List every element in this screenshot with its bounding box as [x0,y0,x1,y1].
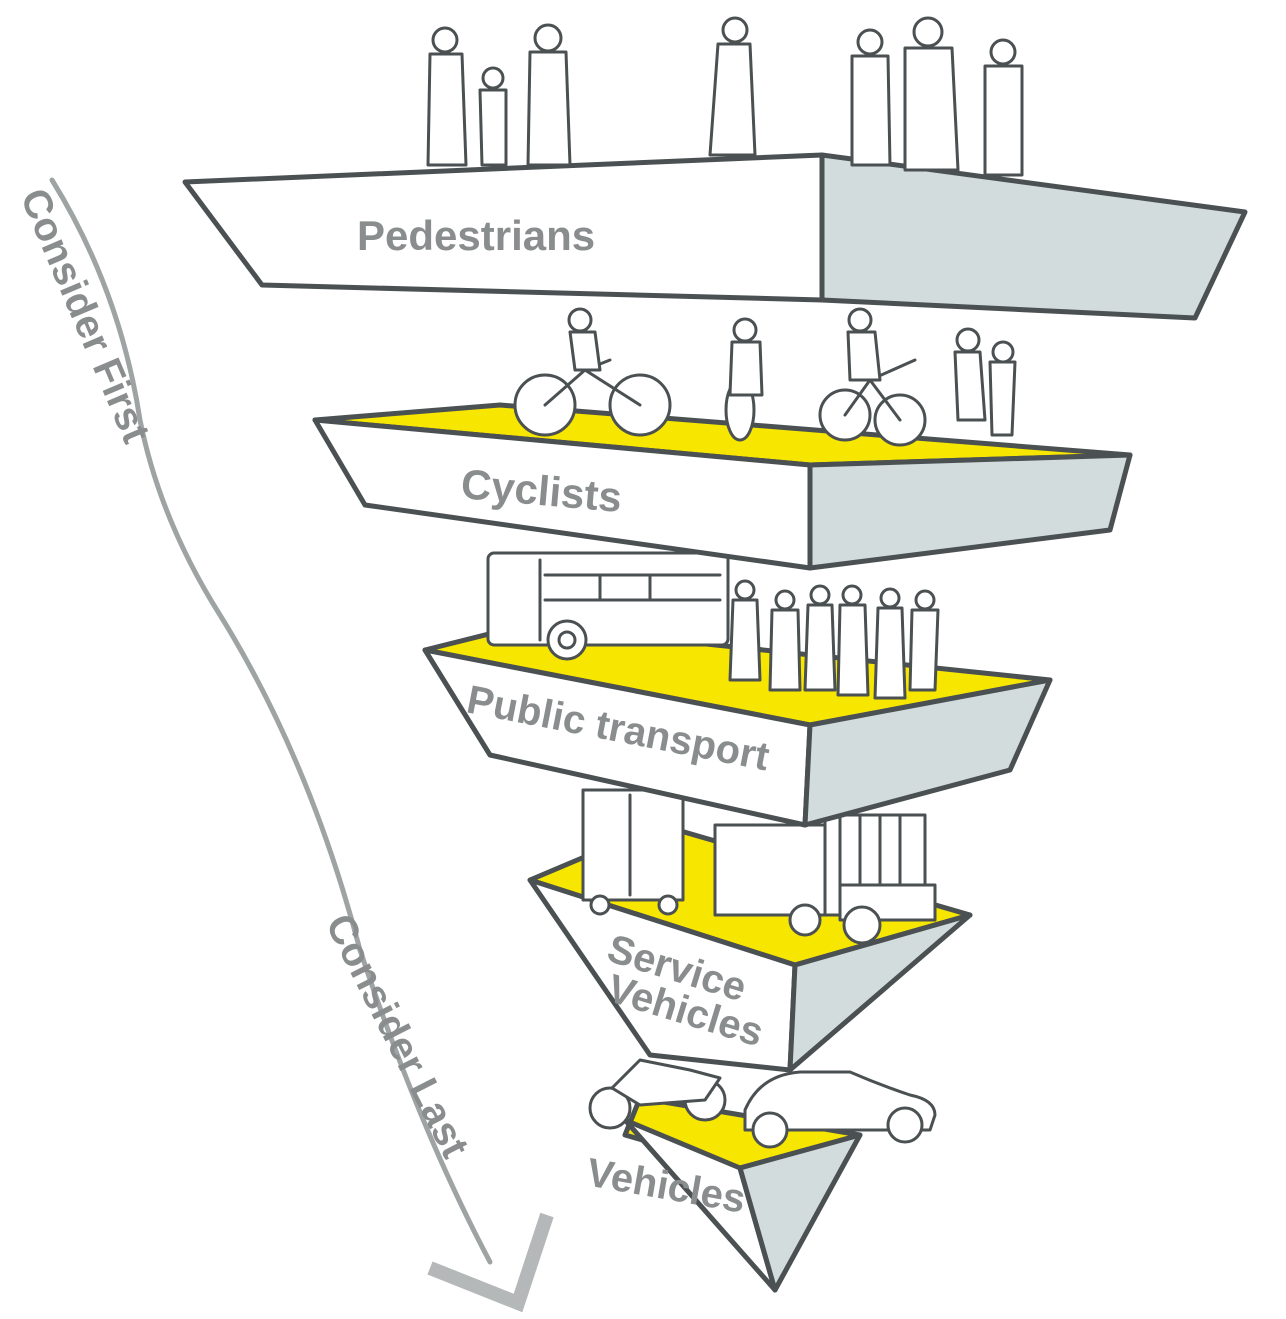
cyclists-icon [513,307,1017,447]
tier-label-pedestrians: Pedestrians [357,212,595,259]
priority-axis: Consider First Consider Last [12,177,554,1313]
priority-arrow-head-icon [427,1212,554,1313]
tier-service-vehicles [527,788,973,1073]
bus-icon [486,551,730,661]
tier-public-transport [422,551,1053,828]
tier-vehicles-side [737,1132,863,1293]
tier-public-transport-side [802,677,1053,828]
tier-cyclists [312,307,1133,571]
tier-service-vehicles-side [787,912,973,1073]
tier-pedestrians [182,16,1248,321]
axis-label-consider-last: Consider Last [317,907,477,1165]
priority-axis-line [49,177,493,1265]
passengers-icon [728,579,940,700]
service-vehicles-icon [581,788,937,945]
tier-vehicles [588,1058,937,1293]
car-motorcycle-icon [588,1058,937,1149]
tier-cyclists-side [807,452,1133,571]
tier-pedestrians-side [819,152,1248,321]
pedestrians-icon [426,16,1024,177]
axis-label-consider-first: Consider First [12,182,158,449]
